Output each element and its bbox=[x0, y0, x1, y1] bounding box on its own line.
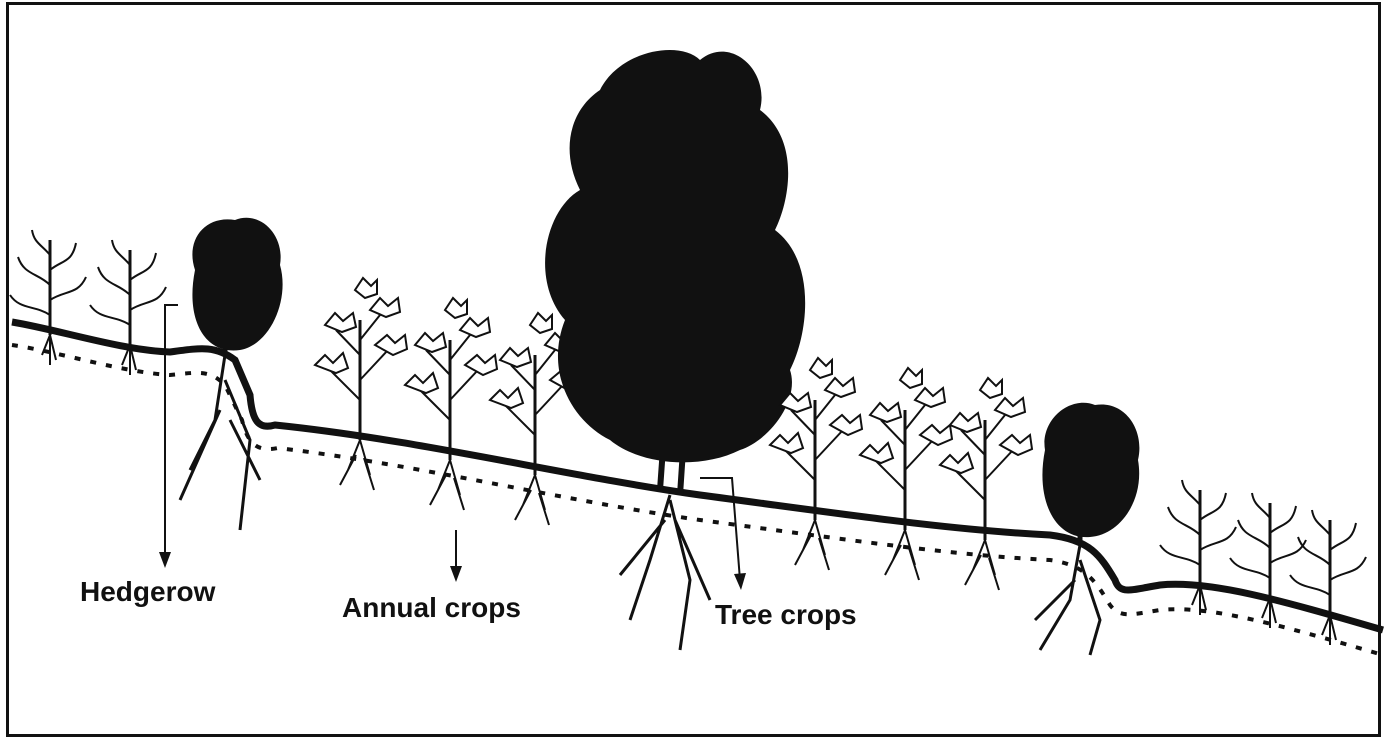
maize-plant bbox=[1160, 480, 1236, 615]
maize-plant bbox=[10, 230, 86, 365]
hedgerow-label: Hedgerow bbox=[80, 576, 215, 608]
annual-crop-plant bbox=[315, 278, 407, 490]
tree-crop-large bbox=[545, 50, 805, 650]
annual-crop-plant bbox=[405, 298, 497, 510]
annual-crops-label: Annual crops bbox=[342, 592, 521, 624]
annual-crops-pointer bbox=[450, 530, 462, 582]
maize-plant bbox=[90, 240, 166, 375]
hedgerow-shrub-right bbox=[1035, 403, 1139, 655]
hedgerow-shrub-left bbox=[180, 218, 283, 530]
tree-crops-label: Tree crops bbox=[715, 599, 857, 631]
hedgerow-pointer bbox=[159, 305, 178, 568]
